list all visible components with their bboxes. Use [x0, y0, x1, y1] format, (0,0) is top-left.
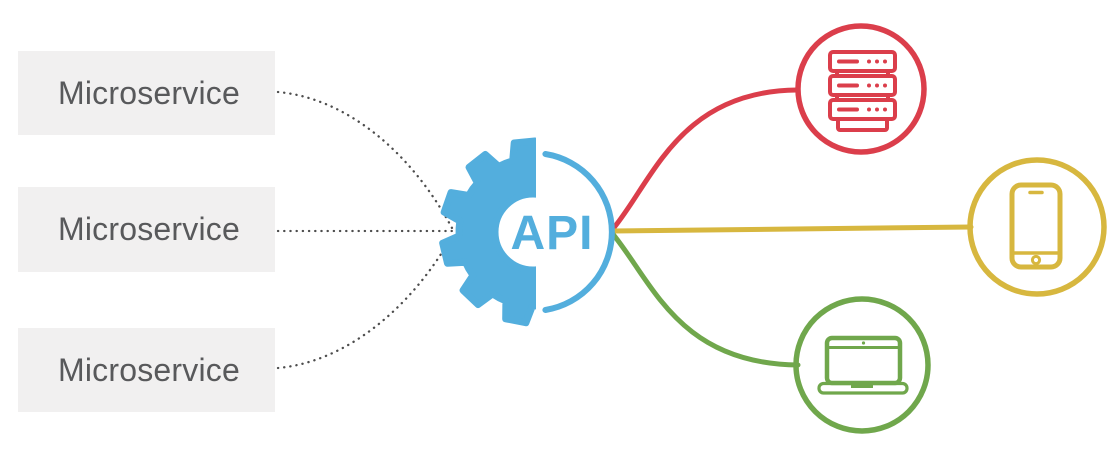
api-label: API	[510, 207, 593, 260]
server-rack-icon	[828, 50, 897, 132]
smartphone-icon	[1009, 182, 1063, 270]
microservice-box-2: Microservice	[18, 187, 275, 272]
microservice-box-1: Microservice	[18, 51, 275, 135]
gear-icon	[439, 137, 536, 327]
microservice-label-1: Microservice	[58, 74, 240, 111]
api-circle-arc	[542, 151, 615, 313]
server-node-circle	[795, 23, 927, 155]
connector-to-server	[609, 87, 800, 233]
laptop-node-circle	[793, 296, 931, 434]
microservice-label-2: Microservice	[58, 211, 240, 247]
dotted-connector-bottom	[276, 234, 454, 370]
server-node	[795, 23, 927, 155]
connector-to-phone	[609, 224, 974, 234]
dotted-connector-top	[276, 90, 454, 230]
phone-node	[967, 157, 1107, 297]
connector-to-laptop	[609, 230, 801, 368]
phone-node-circle	[967, 157, 1107, 297]
laptop-node	[793, 296, 931, 434]
microservice-label-3: Microservice	[58, 351, 240, 388]
microservice-box-3: Microservice	[18, 328, 275, 412]
laptop-icon	[817, 335, 909, 395]
